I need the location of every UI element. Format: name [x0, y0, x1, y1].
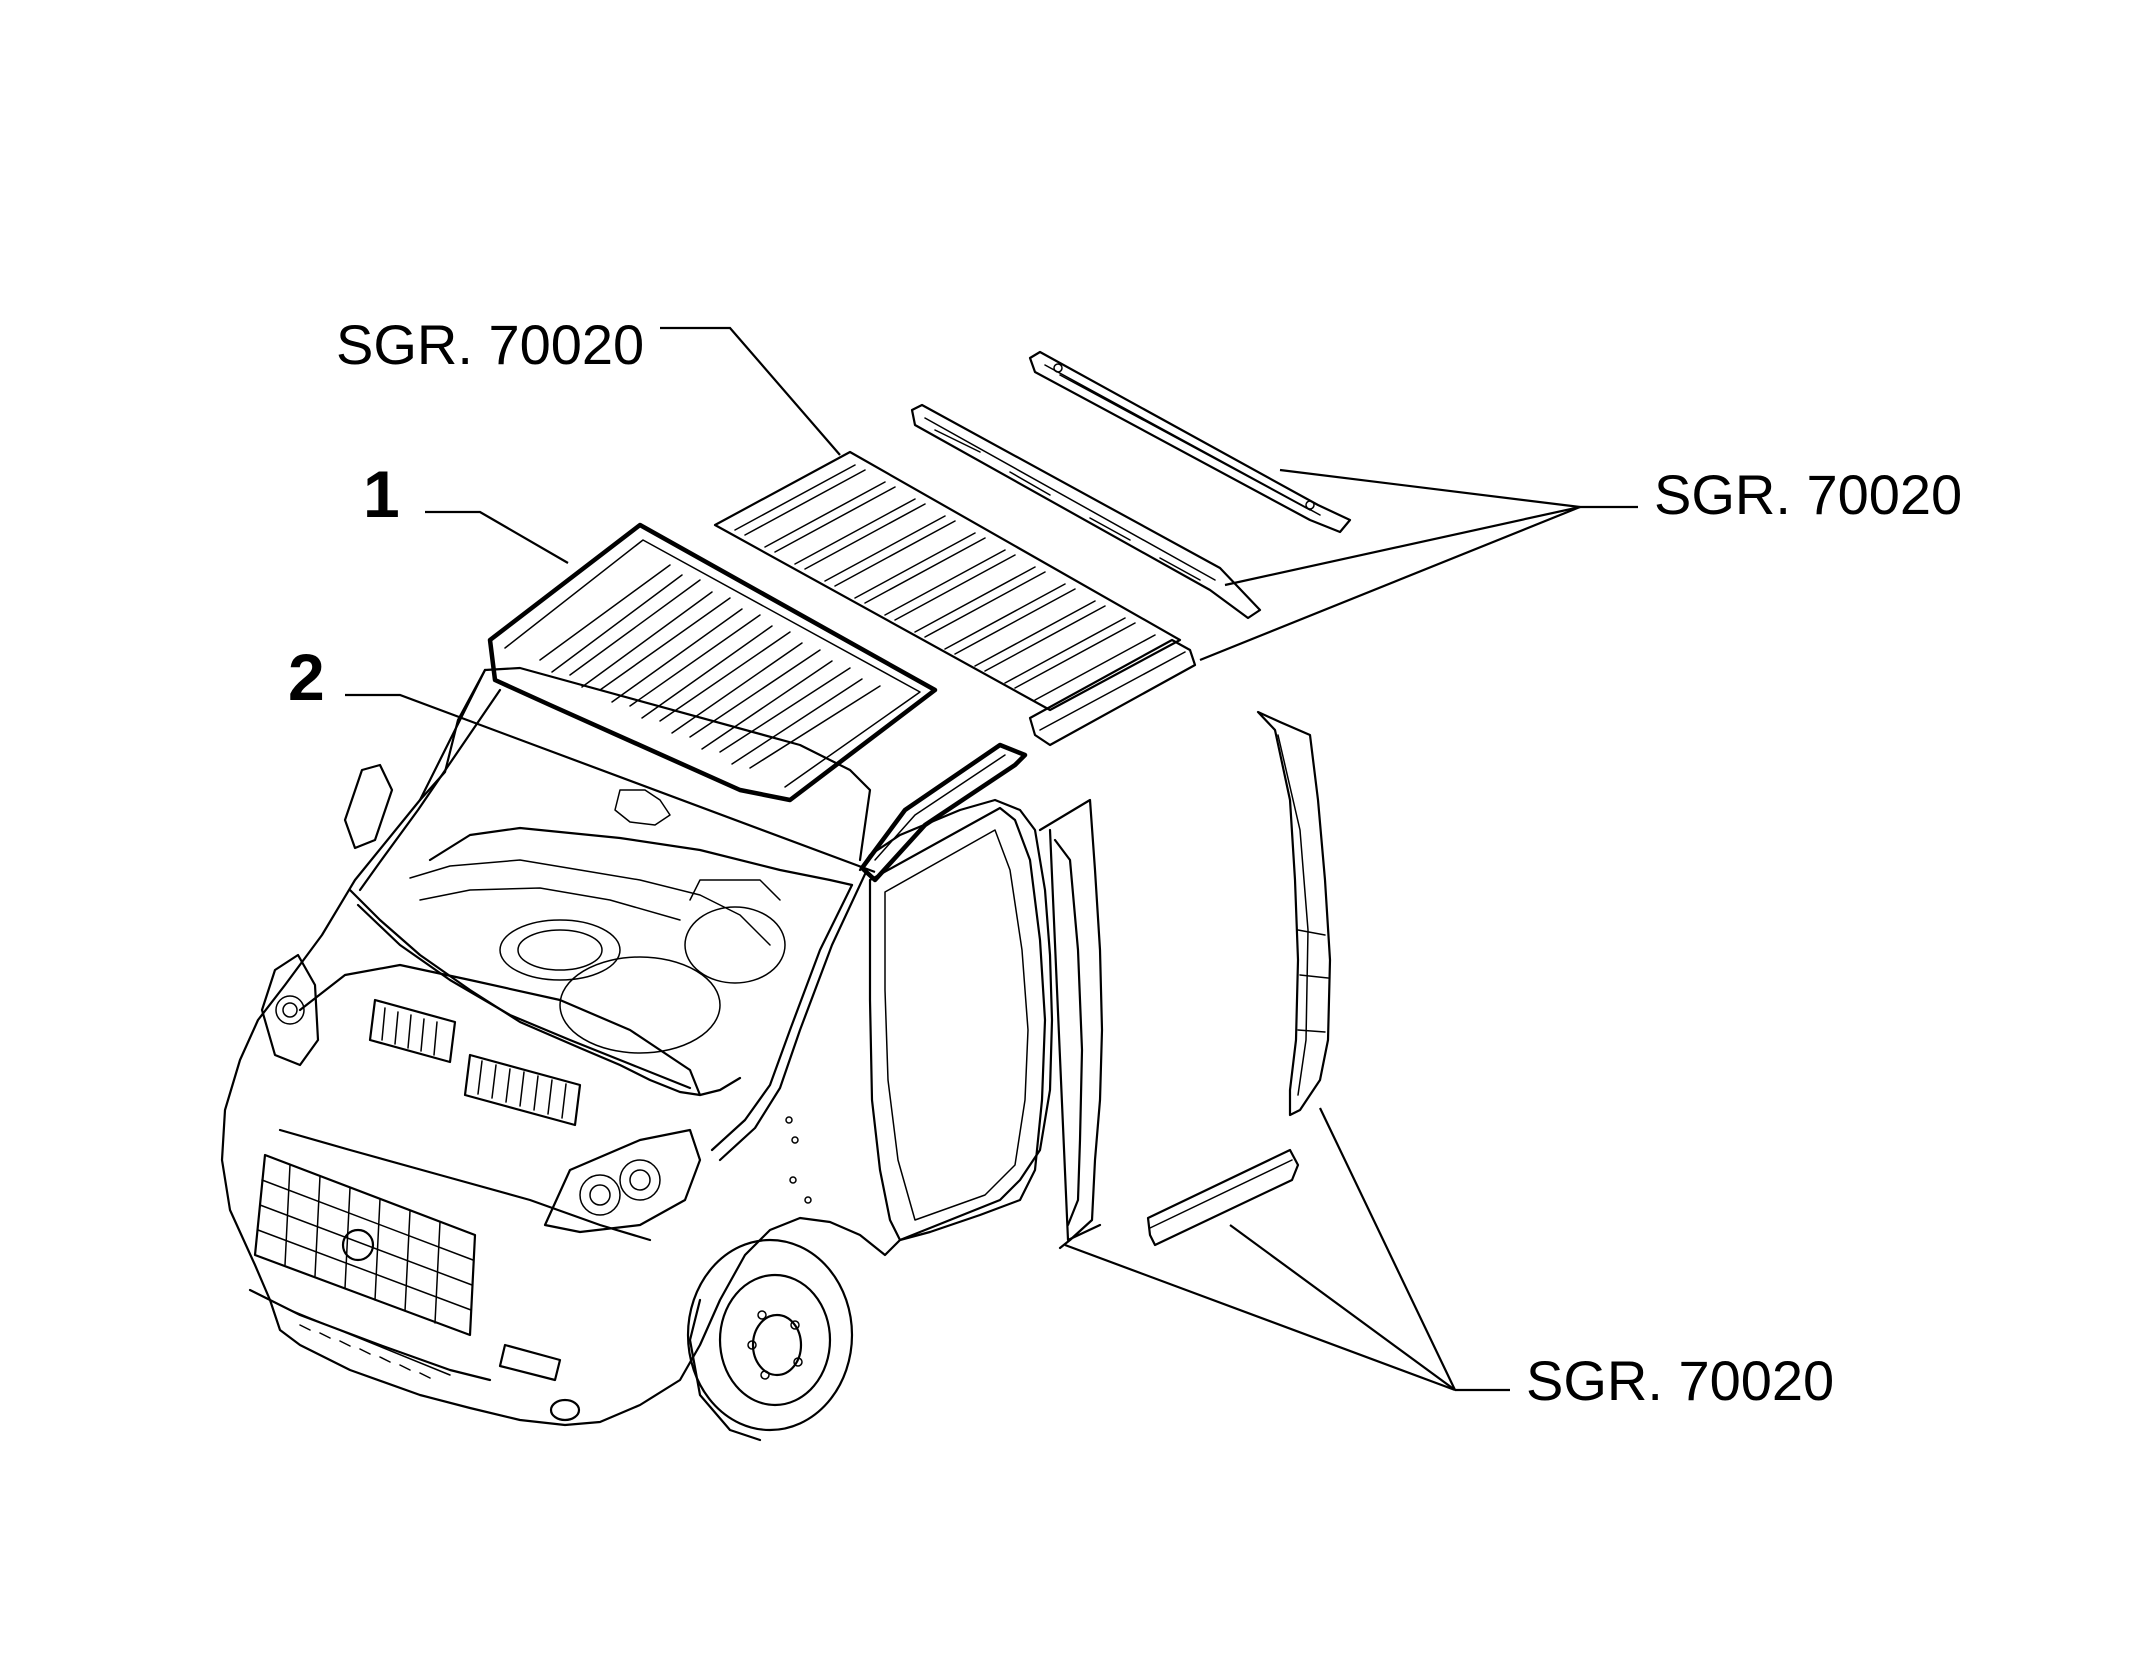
callout-ref-top: SGR. 70020 [336, 313, 644, 376]
rear-sill [1146, 1148, 1300, 1247]
roof-header-rail [859, 742, 1028, 883]
callout-ref-bottom: SGR. 70020 [1526, 1349, 1834, 1412]
part-number-1: 1 [363, 457, 400, 531]
part-number-2: 2 [288, 640, 325, 714]
leader-lines [345, 326, 1638, 1392]
callout-ref-right: SGR. 70020 [1654, 463, 1962, 526]
roof-panel-rear [713, 450, 1197, 747]
rear-pillar [1256, 710, 1332, 1117]
roof-panel-front [487, 522, 938, 803]
roof-side-rails [910, 350, 1352, 620]
van-illustration [220, 666, 1104, 1442]
